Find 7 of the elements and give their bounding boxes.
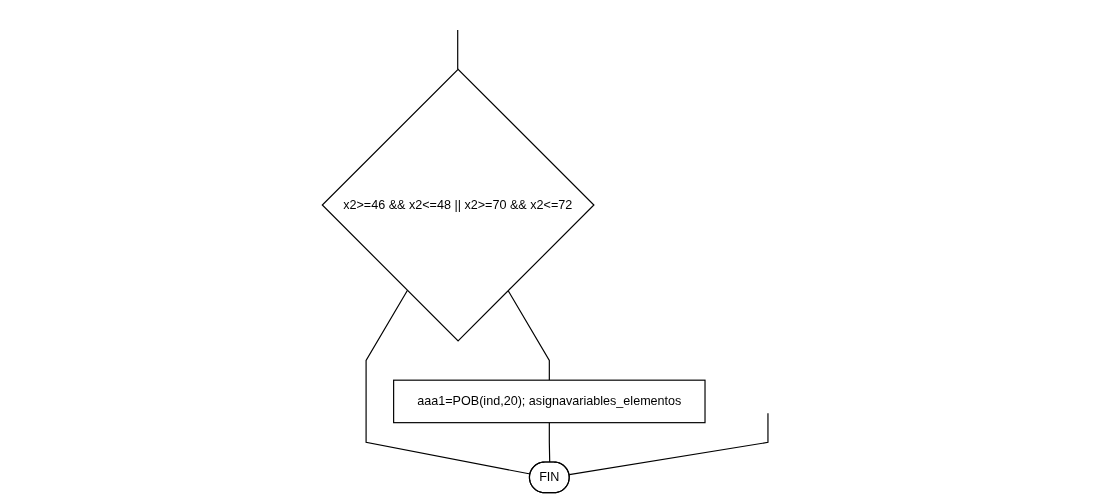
connector	[456, 29, 458, 70]
node-box: aaa1=POB(ind,20); asignavariables_elementos	[392, 379, 706, 424]
connector	[568, 412, 769, 476]
connector	[507, 289, 550, 381]
connector	[365, 289, 531, 475]
connector	[548, 422, 550, 463]
node-diamond: x2>=46 && x2<=48 || x2>=70 && x2<=72	[321, 68, 595, 342]
